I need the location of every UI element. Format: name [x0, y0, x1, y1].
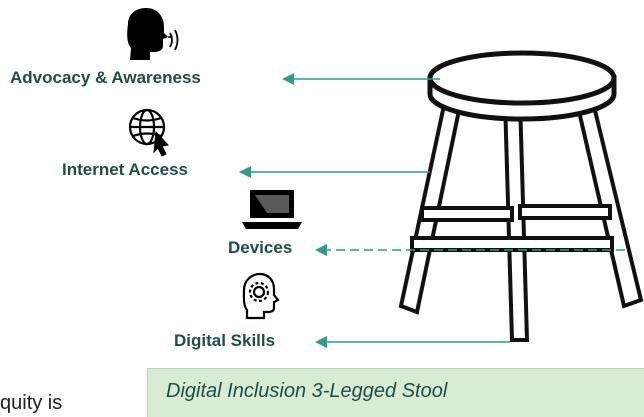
globe-cursor-icon [128, 108, 169, 157]
internet-access-label: Internet Access [62, 160, 188, 179]
stool-rung-left-upper [420, 206, 514, 222]
stool-seat-top [427, 50, 617, 106]
arrows [239, 73, 625, 348]
advocacy-awareness-label: Advocacy & Awareness [10, 68, 201, 87]
lightbulb-head-icon [242, 272, 280, 320]
caption-box: Digital Inclusion 3-Legged Stool [147, 368, 644, 417]
speaking-head-icon [127, 8, 179, 60]
stool [398, 50, 644, 342]
stool-rung-right-upper [518, 204, 612, 220]
laptop-icon [242, 190, 302, 229]
devices-label: Devices [228, 238, 293, 257]
stool-left-leg [398, 94, 465, 315]
stool-rung-lower [410, 236, 614, 252]
digital-skills-label: Digital Skills [174, 331, 276, 350]
stool-right-leg [572, 87, 644, 309]
figure-caption: Digital Inclusion 3-Legged Stool [166, 380, 448, 402]
body-text-fragment: quity is [0, 392, 63, 414]
